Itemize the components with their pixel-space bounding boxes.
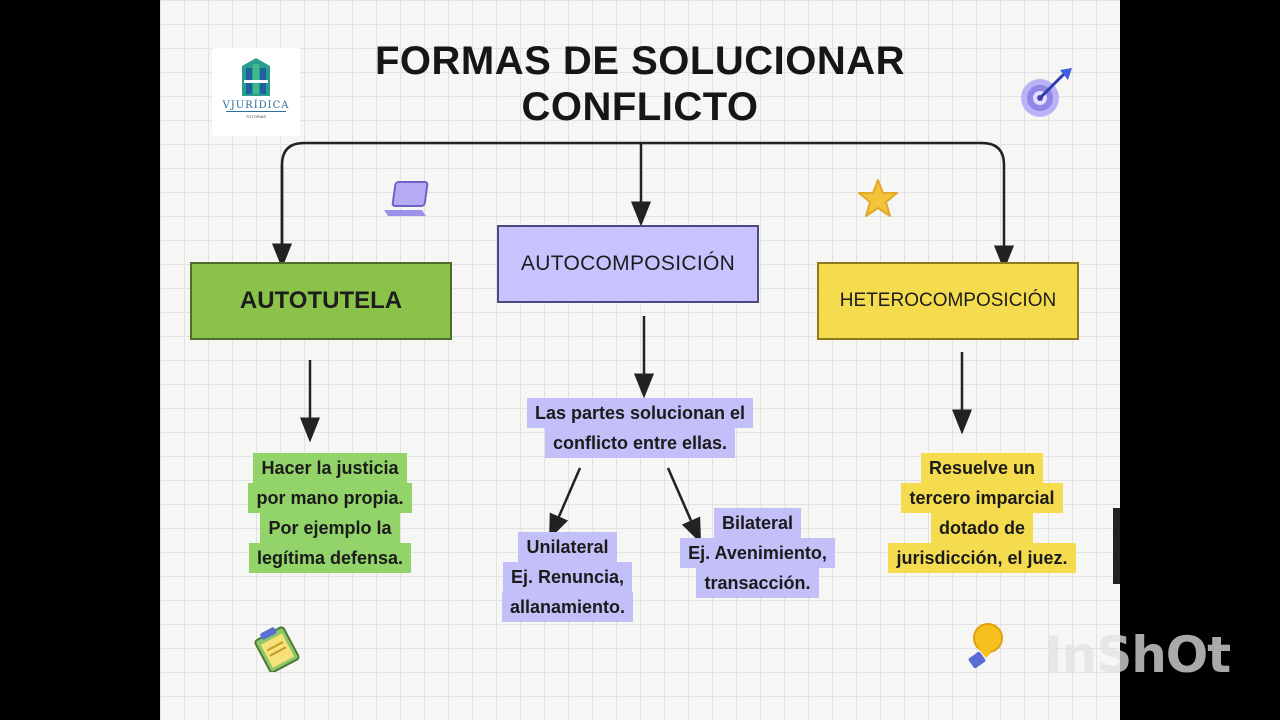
laptop-icon [384,181,429,216]
text-line: transacción. [696,568,819,598]
page-title: FORMAS DE SOLUCIONAR CONFLICTO [310,38,970,130]
text-line: Resuelve un [920,453,1044,483]
unilateral-description: Unilateral Ej. Renuncia, allanamiento. [475,532,660,622]
star-icon [858,179,898,217]
text-line: Ej. Renuncia, [502,562,633,592]
text-line: Por ejemplo la [260,513,400,543]
title-line-1: FORMAS DE SOLUCIONAR [375,39,905,83]
text-line: por mano propia. [248,483,412,513]
lightbulb-icon [968,623,1003,669]
text-line: dotado de [931,513,1033,543]
arrow-to-bilateral [666,467,702,544]
diagram-canvas: VJURÍDICA TUTORIAS FORMAS DE SOLUCIONAR … [160,0,1120,720]
heterocomposicion-label: HETEROCOMPOSICIÓN [839,290,1057,311]
text-line: Bilateral [713,508,802,538]
autocomposicion-label: AUTOCOMPOSICIÓN [520,252,736,275]
text-line: tercero imparcial [901,483,1063,513]
connector-top-bar [280,141,1014,271]
text-line: legítima defensa. [248,543,412,573]
autocomposicion-box: AUTOCOMPOSICIÓN [497,225,759,303]
autocomposicion-description: Las partes solucionan el conflicto entre… [490,398,790,458]
edge-mark [1113,508,1120,584]
logo-subtitle: TUTORIAS [245,114,267,119]
autotutela-description: Hacer la justicia por mano propia. Por e… [200,453,460,573]
logo-name: VJURÍDICA [222,100,290,111]
logo-divider [226,111,286,112]
text-line: Hacer la justicia [253,453,407,483]
logo-icon [242,58,270,96]
text-line: allanamiento. [501,592,634,622]
autotutela-label: AUTOTUTELA [239,287,403,314]
autotutela-box: AUTOTUTELA [190,262,452,340]
target-icon [1021,68,1072,117]
text-line: conflicto entre ellas. [544,428,736,458]
vjuridica-logo: VJURÍDICA TUTORIAS [212,48,300,136]
connector-lines [272,141,1014,544]
title-line-2: CONFLICTO [521,85,759,129]
heterocomposicion-description: Resuelve un tercero imparcial dotado de … [862,453,1102,573]
text-line: jurisdicción, el juez. [888,543,1076,573]
clipboard-icon [254,626,300,672]
bilateral-description: Bilateral Ej. Avenimiento, transacción. [660,508,855,598]
text-line: Unilateral [518,532,617,562]
heterocomposicion-box: HETEROCOMPOSICIÓN [817,262,1079,340]
text-line: Ej. Avenimiento, [680,538,835,568]
text-line: Las partes solucionan el [526,398,754,428]
arrow-to-unilateral [549,467,582,540]
inshot-watermark: InShOt [1044,626,1231,684]
